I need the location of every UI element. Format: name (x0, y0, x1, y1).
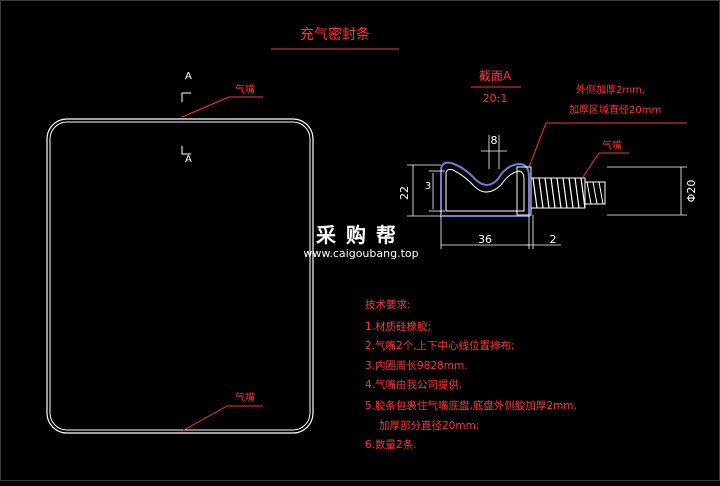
requirement-item: 3.内圈周长9828mm. (365, 359, 468, 372)
requirement-item: 4.气嘴由我公司提供. (365, 378, 462, 391)
requirements-heading: 技术要求: (365, 298, 411, 311)
section-mark: A A (181, 71, 192, 165)
section-valve-label: 气嘴 (602, 139, 622, 152)
seal-front-view (46, 118, 314, 434)
section-name: 截面A (479, 69, 512, 83)
section-arrow-top (181, 92, 191, 102)
watermark: 采购帮 www.caigoubang.top (296, 223, 426, 261)
requirement-item: 2.气嘴2个,上下中心线位置排布; (365, 339, 515, 352)
requirement-item: 1.材质硅橡胶; (365, 320, 431, 333)
dimensions (407, 135, 687, 249)
valve-label-top: 气嘴 (235, 83, 255, 96)
requirement-item: 加厚部分直径20mm; (379, 419, 479, 432)
section-mark-top-label: A (185, 71, 192, 82)
dim-36-value: 36 (478, 233, 492, 246)
valve-tip (584, 181, 606, 205)
section-profile (440, 161, 532, 217)
section-scale: 20:1 (483, 92, 508, 105)
drawing-title: 充气密封条 (300, 26, 370, 43)
dim-8-value: 8 (491, 134, 498, 147)
thread-lines (532, 177, 586, 209)
section-note-leader (528, 122, 687, 168)
dim-3-value: 3 (425, 181, 431, 192)
section-valve-leader (582, 152, 629, 178)
valve-thread (530, 177, 606, 209)
dim-2-value: 2 (550, 233, 557, 246)
watermark-url: www.caigoubang.top (303, 247, 419, 260)
section-note-line1: 外侧加厚2mm, (576, 83, 645, 96)
section-note-line2: 加厚区域直径20mm (569, 103, 661, 116)
section-mark-bottom-label: A (185, 154, 192, 165)
requirement-item: 5.胶条包裹住气嘴底盘,底盘外侧胶加厚2mm, (365, 399, 577, 412)
dim-phi20-value: Φ20 (685, 180, 698, 203)
dim-22-value: 22 (398, 186, 411, 200)
valve-label-bottom: 气嘴 (235, 391, 255, 404)
tip-thread-lines (586, 181, 604, 205)
section-inner-profile (445, 168, 525, 212)
technical-requirements: 技术要求: 1.材质硅橡胶; 2.气嘴2个,上下中心线位置排布; 3.内圈周长9… (365, 298, 577, 451)
seal-inner-outline (49, 121, 311, 431)
section-arrow-bottom (181, 146, 191, 155)
valve-leader-top (181, 96, 230, 118)
valve-leader-bottom (181, 405, 228, 432)
requirement-item: 6.数量2条. (365, 438, 417, 451)
watermark-text: 采购帮 (316, 223, 406, 247)
section-outer-profile (440, 161, 530, 217)
seal-outer-outline (46, 118, 314, 434)
